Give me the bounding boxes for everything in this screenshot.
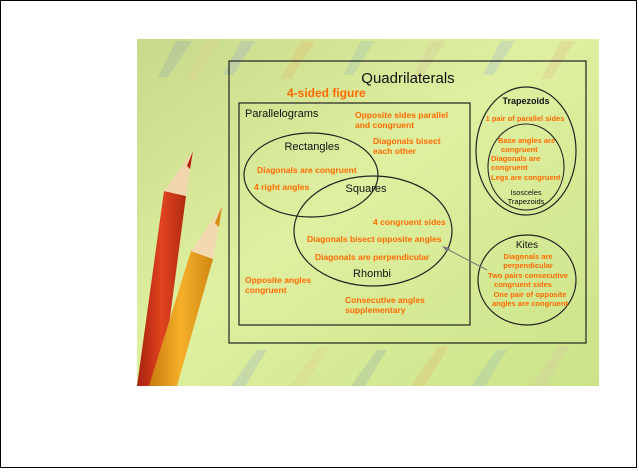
rhombi-bisect: Diagonals bisect opposite angles	[307, 234, 442, 244]
rhombi-sides: 4 congruent sides	[373, 217, 446, 227]
rhombi-ellipse	[293, 175, 453, 287]
pg-opposite-angles-1: Opposite angles	[245, 275, 311, 285]
isosceles-ellipse	[487, 123, 565, 211]
trap-parallel: 1 pair of parallel sides	[486, 114, 565, 123]
isosceles-label-1: Isosceles	[510, 188, 542, 197]
kites-pairs-1: Two pairs consecutive	[488, 271, 568, 280]
rhombi-perp: Diagonals are perpendicular	[315, 252, 430, 262]
kites-perp-1: Diagonals are	[503, 252, 552, 261]
trap-base-angles-1: Base angles are	[498, 136, 555, 145]
kites-label: Kites	[516, 240, 538, 251]
rectangles-ellipse	[243, 132, 379, 218]
rhombi-label: Rhombi	[353, 268, 391, 280]
trap-base-angles-2: congruent	[501, 145, 538, 154]
rectangles-label: Rectangles	[284, 141, 340, 153]
kites-opposite-1: One pair of opposite	[494, 290, 567, 299]
trapezoids-label: Trapezoids	[502, 96, 549, 106]
kites-perp-2: perpendicular	[503, 261, 553, 270]
pg-diagonals-bisect-1: Diagonals bisect	[373, 136, 441, 146]
orange-pencil	[149, 206, 222, 386]
slide-background	[137, 39, 599, 386]
pg-consecutive-2: supplementary	[345, 305, 406, 315]
parallelograms-label: Parallelograms	[245, 108, 319, 120]
trap-diagonals-1: Diagonals are	[491, 154, 540, 163]
rect-right-angles: 4 right angles	[254, 182, 310, 192]
four-sided-subtitle: 4-sided figure	[287, 86, 366, 100]
pg-opposite-sides-2: and congruent	[355, 120, 414, 130]
kites-opposite-2: angles are congruent	[492, 299, 568, 308]
quadrilaterals-title: Quadrilaterals	[361, 70, 454, 87]
pencil-texture-top	[158, 41, 575, 81]
isosceles-label-2: Trapezoids	[508, 197, 545, 206]
red-pencil	[137, 151, 193, 386]
trap-legs: Legs are congruent	[491, 173, 561, 182]
rect-diagonals: Diagonals are congruent	[257, 165, 357, 175]
squares-label: Squares	[346, 183, 387, 195]
pg-opposite-angles-2: congruent	[245, 285, 287, 295]
parallelograms-box	[238, 102, 471, 326]
pg-opposite-sides-1: Opposite sides parallel	[355, 110, 448, 120]
kites-ellipse	[477, 234, 577, 326]
trapezoids-ellipse	[475, 86, 577, 216]
trap-diagonals-2: congruent	[491, 163, 528, 172]
kites-pairs-2: congruent sides	[494, 280, 552, 289]
kite-rhombi-arrow	[442, 246, 488, 271]
pg-consecutive-1: Consecutive angles	[345, 295, 425, 305]
pg-diagonals-bisect-2: each other	[373, 146, 417, 156]
pencil-texture-bottom	[231, 346, 569, 386]
quadrilaterals-box	[228, 60, 587, 344]
